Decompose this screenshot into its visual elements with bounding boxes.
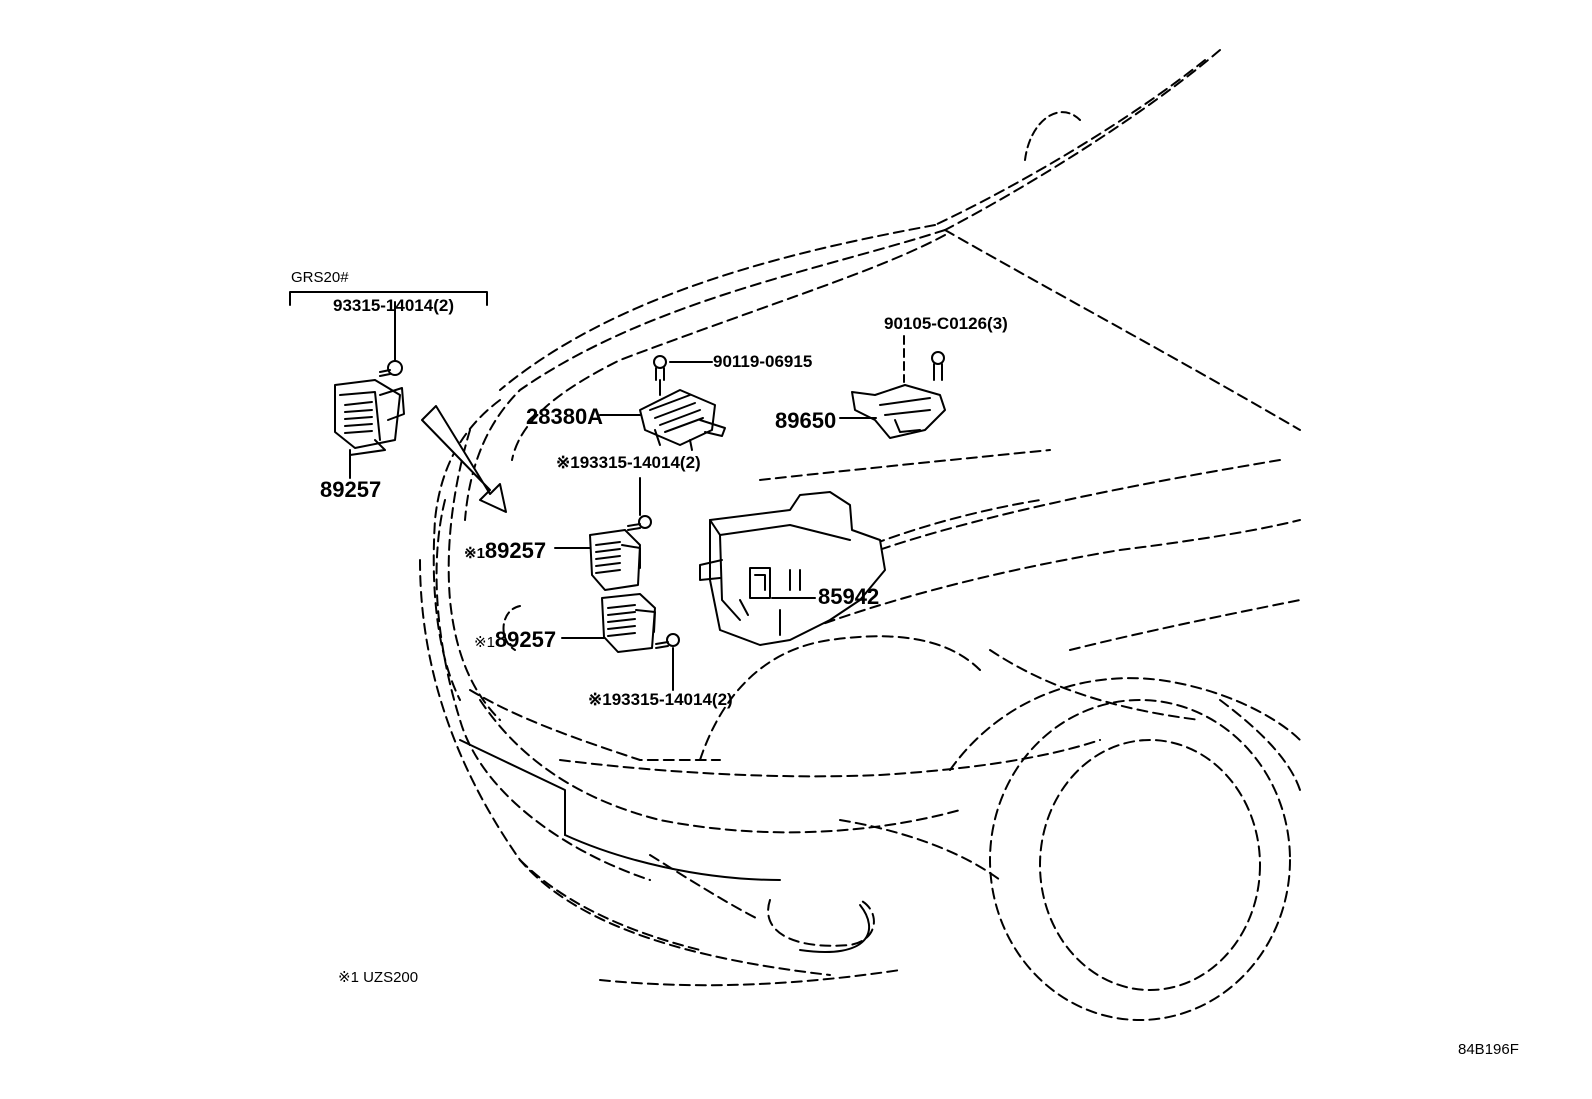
label-bolt-grs: 93315-14014(2): [333, 296, 454, 315]
hood-outline: [464, 49, 1301, 521]
label-module-89650: 89650: [775, 408, 837, 433]
label-bolt-top: 90119-06915: [713, 352, 813, 371]
label-module-upper: ※189257: [464, 538, 546, 564]
label-box-85942: 85942: [818, 584, 880, 609]
module-upper-89257: [554, 477, 652, 591]
grs-bracket: [289, 291, 488, 361]
group-label-grs20: GRS20#: [291, 269, 349, 286]
label-module-lower-number: 89257: [494, 627, 557, 652]
label-module-upper-number: 89257: [484, 538, 547, 563]
label-module-lower-prefix: ※1: [474, 634, 495, 651]
wheel-outline: [949, 677, 1301, 1021]
label-bolt-lower: ※193315-14014(2): [588, 690, 733, 709]
mirror-outline: [1024, 111, 1081, 161]
footnote: ※1 UZS200: [338, 969, 419, 986]
label-bolt-mid: ※193315-14014(2): [556, 453, 701, 472]
location-arrow: [421, 405, 507, 513]
label-module-grs: 89257: [320, 477, 382, 502]
body-outline: [419, 399, 1301, 987]
fascia-solid-lines: [459, 739, 870, 953]
label-module-lower: ※189257: [474, 627, 556, 653]
label-bracket-28380a: 28380A: [526, 404, 604, 429]
part-28380a: [599, 355, 726, 451]
part-89650: [839, 335, 946, 439]
label-module-upper-prefix: ※1: [464, 545, 485, 562]
module-lower-89257: [502, 593, 680, 691]
drawing-code: 84B196F: [1458, 1041, 1519, 1058]
relay-box-85942: [699, 491, 886, 646]
module-grs-89257: [334, 360, 405, 479]
label-bolt-right: 90105-C0126(3): [884, 314, 1008, 333]
